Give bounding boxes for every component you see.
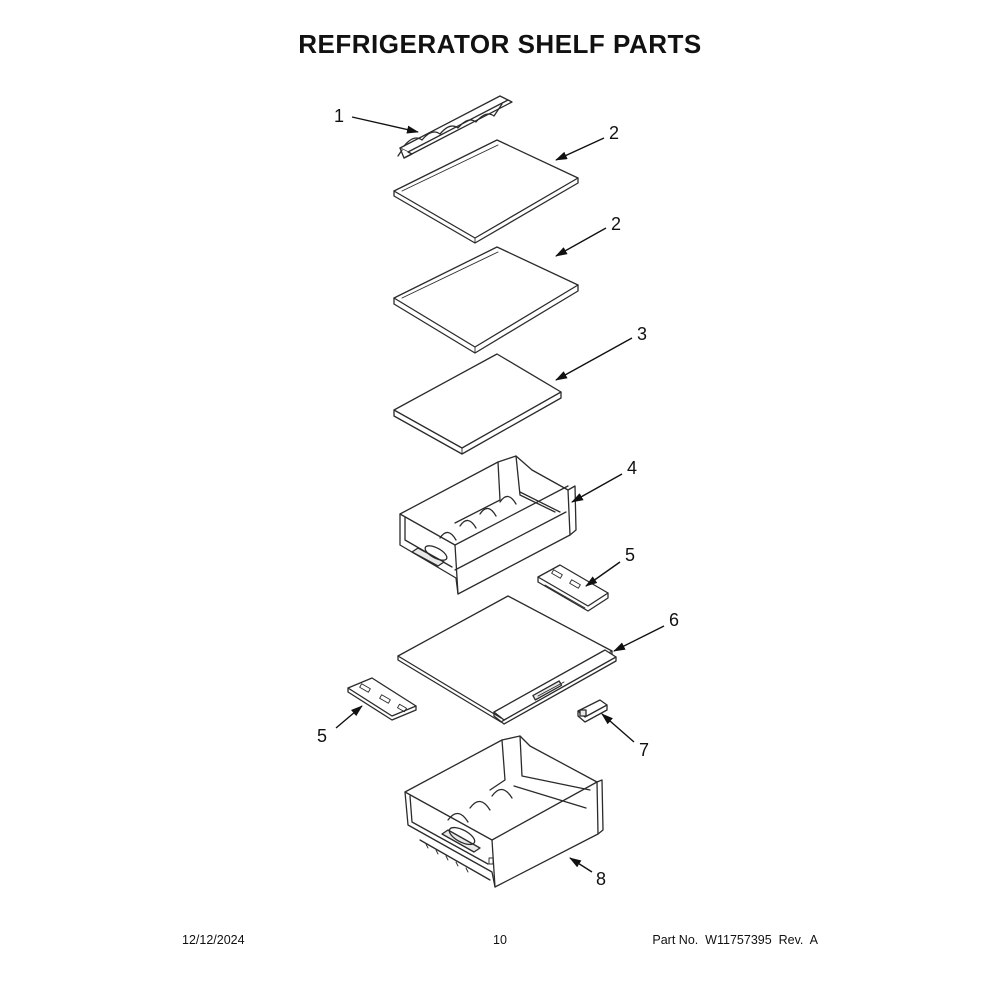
leader-8 [569, 857, 593, 873]
leader-6 [613, 625, 665, 652]
leader-1 [351, 116, 419, 134]
part-2-glass-shelf-lower [393, 246, 579, 354]
callout-3: 3 [637, 324, 647, 344]
part-3-glass-shelf [393, 353, 562, 455]
footer-page-number: 10 [493, 933, 507, 947]
callout-1: 1 [334, 106, 344, 126]
leader-5a [585, 561, 621, 587]
part-5-slide-bracket-right [537, 564, 609, 612]
leader-7 [601, 713, 635, 743]
part-8-lower-drawer [404, 735, 604, 888]
callout-4: 4 [627, 458, 637, 478]
leader-2b [555, 227, 607, 257]
leader-3 [555, 337, 633, 381]
part-6-control-strip [493, 649, 617, 725]
footer-date: 12/12/2024 [182, 933, 245, 947]
part-5-slide-bracket-left [347, 677, 417, 721]
leader-4 [571, 473, 623, 503]
part-7-slider-clip [577, 699, 608, 723]
callout-8: 8 [596, 869, 606, 889]
callout-numbers: 1 2 2 3 4 5 6 7 5 8 [317, 106, 679, 889]
part-1-shelf-bracket [397, 95, 513, 159]
part-2-glass-shelf-upper [393, 139, 579, 244]
callout-5a: 5 [625, 545, 635, 565]
callout-2b: 2 [611, 214, 621, 234]
leader-lines [335, 116, 665, 873]
leader-5b [335, 705, 363, 729]
footer-part-number: Part No. W11757395 Rev. A [652, 933, 818, 947]
callout-6: 6 [669, 610, 679, 630]
callout-5b: 5 [317, 726, 327, 746]
callout-2a: 2 [609, 123, 619, 143]
callout-7: 7 [639, 740, 649, 760]
leader-2a [555, 137, 605, 161]
part-4-upper-drawer [399, 455, 577, 595]
page-title: REFRIGERATOR SHELF PARTS [298, 29, 702, 59]
part-6-glass-cover-panel [397, 595, 613, 723]
